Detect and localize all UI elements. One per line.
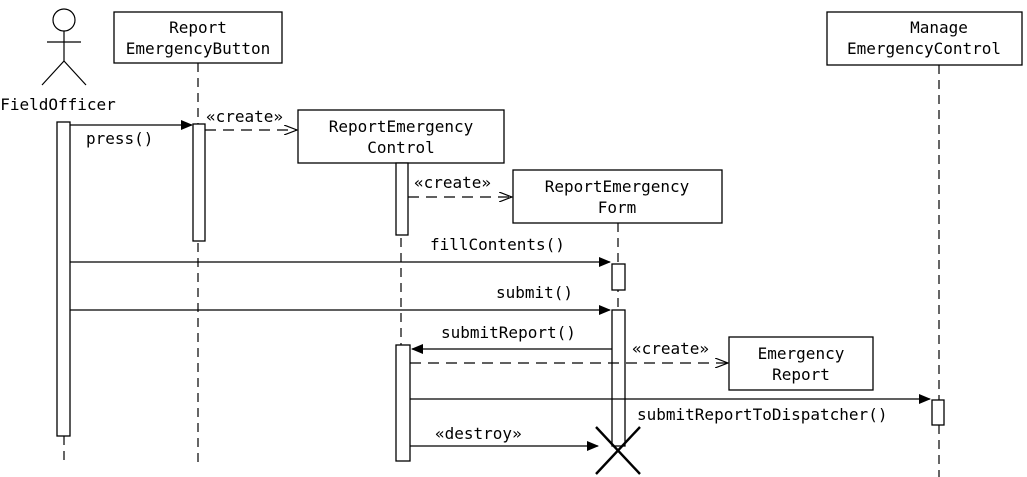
create-form-label: «create» (414, 173, 491, 192)
report-emergency-form-label-line1: ReportEmergency (545, 177, 690, 196)
report-emergency-form-label-line2: Form (598, 198, 637, 217)
report-emergency-button-label-line2: EmergencyButton (126, 39, 271, 58)
press-label: press() (86, 129, 153, 148)
report-emergency-control-object: ReportEmergency Control (297, 109, 505, 164)
report-emergency-button-label-line1: Report (169, 18, 227, 37)
message-submit-report: submitReport() (411, 323, 612, 354)
report-emergency-button-object: Report EmergencyButton (113, 11, 283, 64)
message-create-form: «create» (408, 173, 512, 197)
submit-label: submit() (496, 283, 573, 302)
field-officer-activation (56, 121, 71, 437)
report-emergency-form-activation-2 (611, 309, 626, 447)
manage-emergency-control-object: Manage EmergencyControl (826, 11, 1023, 66)
submit-report-label: submitReport() (441, 323, 576, 342)
field-officer-label: FieldOfficer (0, 95, 116, 114)
fill-contents-label: fillContents() (430, 235, 565, 254)
message-fill-contents: fillContents() (70, 235, 611, 267)
message-submit-to-dispatcher: submitReportToDispatcher() (410, 394, 931, 424)
message-create-report: «create» (410, 339, 728, 363)
create-report-label: «create» (632, 339, 709, 358)
actor-stick-figure-icon (41, 8, 87, 86)
emergency-report-label-line2: Report (772, 365, 830, 384)
destroy-cross-icon (595, 426, 641, 475)
destroy-label: «destroy» (435, 424, 522, 443)
manage-emergency-control-label-line2: EmergencyControl (847, 39, 1001, 58)
report-emergency-control-activation-2 (395, 344, 411, 462)
report-emergency-control-label-line1: ReportEmergency (329, 117, 474, 136)
emergency-report-label-line1: Emergency (758, 344, 845, 363)
message-create-control: «create» (205, 107, 297, 130)
field-officer-actor: FieldOfficer (0, 8, 116, 114)
emergency-report-object: Emergency Report (728, 336, 874, 391)
message-submit: submit() (70, 283, 611, 315)
create-control-label: «create» (206, 107, 283, 126)
report-emergency-control-activation-1 (395, 162, 409, 236)
report-emergency-button-activation (192, 123, 206, 242)
manage-emergency-control-label-line1: Manage (910, 18, 968, 37)
report-emergency-control-label-line2: Control (367, 138, 434, 157)
report-emergency-form-object: ReportEmergency Form (512, 169, 723, 224)
manage-emergency-control-activation (931, 399, 945, 426)
submit-to-dispatcher-label: submitReportToDispatcher() (637, 405, 887, 424)
message-destroy: «destroy» (410, 424, 599, 451)
message-press: press() (70, 120, 193, 148)
report-emergency-form-activation-1 (611, 263, 626, 291)
